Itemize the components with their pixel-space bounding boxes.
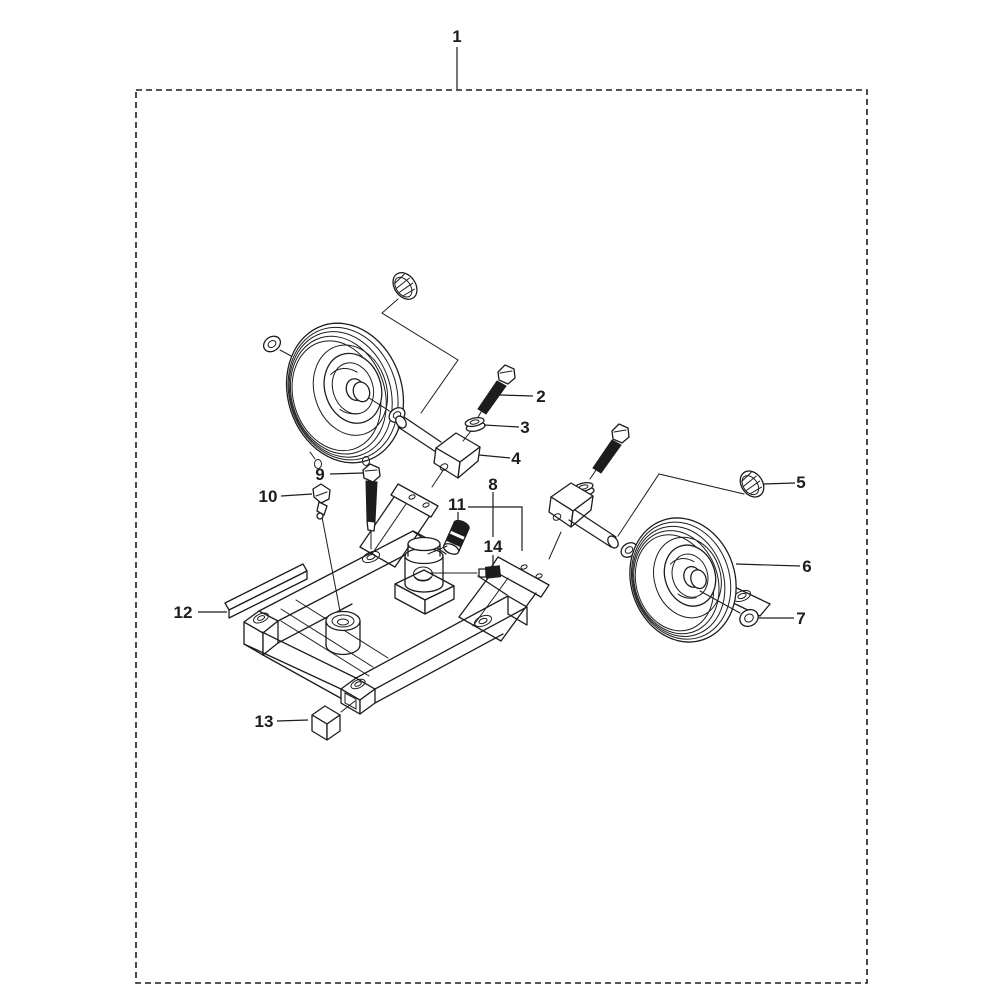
callout-10: 10: [259, 487, 278, 506]
callout-8: 8: [488, 475, 497, 494]
axle-block-right: [548, 482, 594, 528]
support-arm-right: [458, 556, 550, 642]
block-right-assembly-line: [548, 531, 562, 560]
callout-2: 2: [536, 387, 545, 406]
end-cap: [311, 705, 341, 741]
callout-6: 6: [802, 557, 811, 576]
wheel-right: [629, 517, 737, 643]
spacer-sleeve: [442, 519, 470, 555]
wheel-left: [285, 322, 405, 464]
hub-detail-left: [362, 456, 370, 466]
frame-bushing: [325, 610, 361, 656]
bolt-2: [476, 364, 516, 420]
callout-13: 13: [255, 712, 274, 731]
washer-7: [739, 608, 759, 628]
callout-1: 1: [452, 27, 461, 46]
axle-block-left: [433, 432, 481, 479]
washer-7-assembly-line: [699, 590, 741, 614]
callout-7: 7: [796, 609, 805, 628]
flat-bar: [224, 563, 308, 619]
support-arm-left: [359, 483, 439, 568]
callout-leader-lines: [198, 47, 801, 722]
axle-right: [568, 509, 619, 549]
axle-axis-left: [368, 397, 392, 413]
callout-4: 4: [511, 449, 521, 468]
grease-fitting: [312, 483, 341, 612]
bolt-9: [362, 463, 381, 550]
pivot-assembly: [394, 536, 455, 615]
callout-3: 3: [520, 418, 529, 437]
hubcap-right-assembly-line: [617, 473, 745, 537]
callout-5: 5: [796, 473, 805, 492]
assembly-dashed-border: [135, 89, 868, 984]
bolt-right: [589, 423, 630, 480]
end-cap-assembly-line: [340, 700, 356, 713]
callout-12: 12: [174, 603, 193, 622]
frame-hole-left: [252, 612, 270, 624]
hubcap-right: [739, 470, 765, 498]
frame-hole-front: [350, 678, 366, 690]
hubcap-left-assembly-line: [381, 298, 459, 414]
plug-screw: [478, 565, 502, 579]
axle-left: [395, 415, 442, 453]
washer-3-assembly-line: [462, 430, 472, 442]
washer-3: [464, 417, 486, 432]
callout-labels: 1 2 3 4 5 6 7 8 9 10 11 12 13 14: [174, 27, 812, 731]
valve-stem-left: [314, 459, 322, 469]
hubcap-left: [392, 272, 418, 300]
spacer-assembly-line: [427, 545, 448, 555]
block-left-assembly-line: [431, 468, 445, 488]
callout-9: 9: [315, 465, 324, 484]
frame-weldment: [243, 530, 771, 715]
valve-stem-left-line: [309, 451, 316, 460]
callout-11: 11: [448, 495, 466, 514]
callout-14: 14: [484, 537, 503, 556]
